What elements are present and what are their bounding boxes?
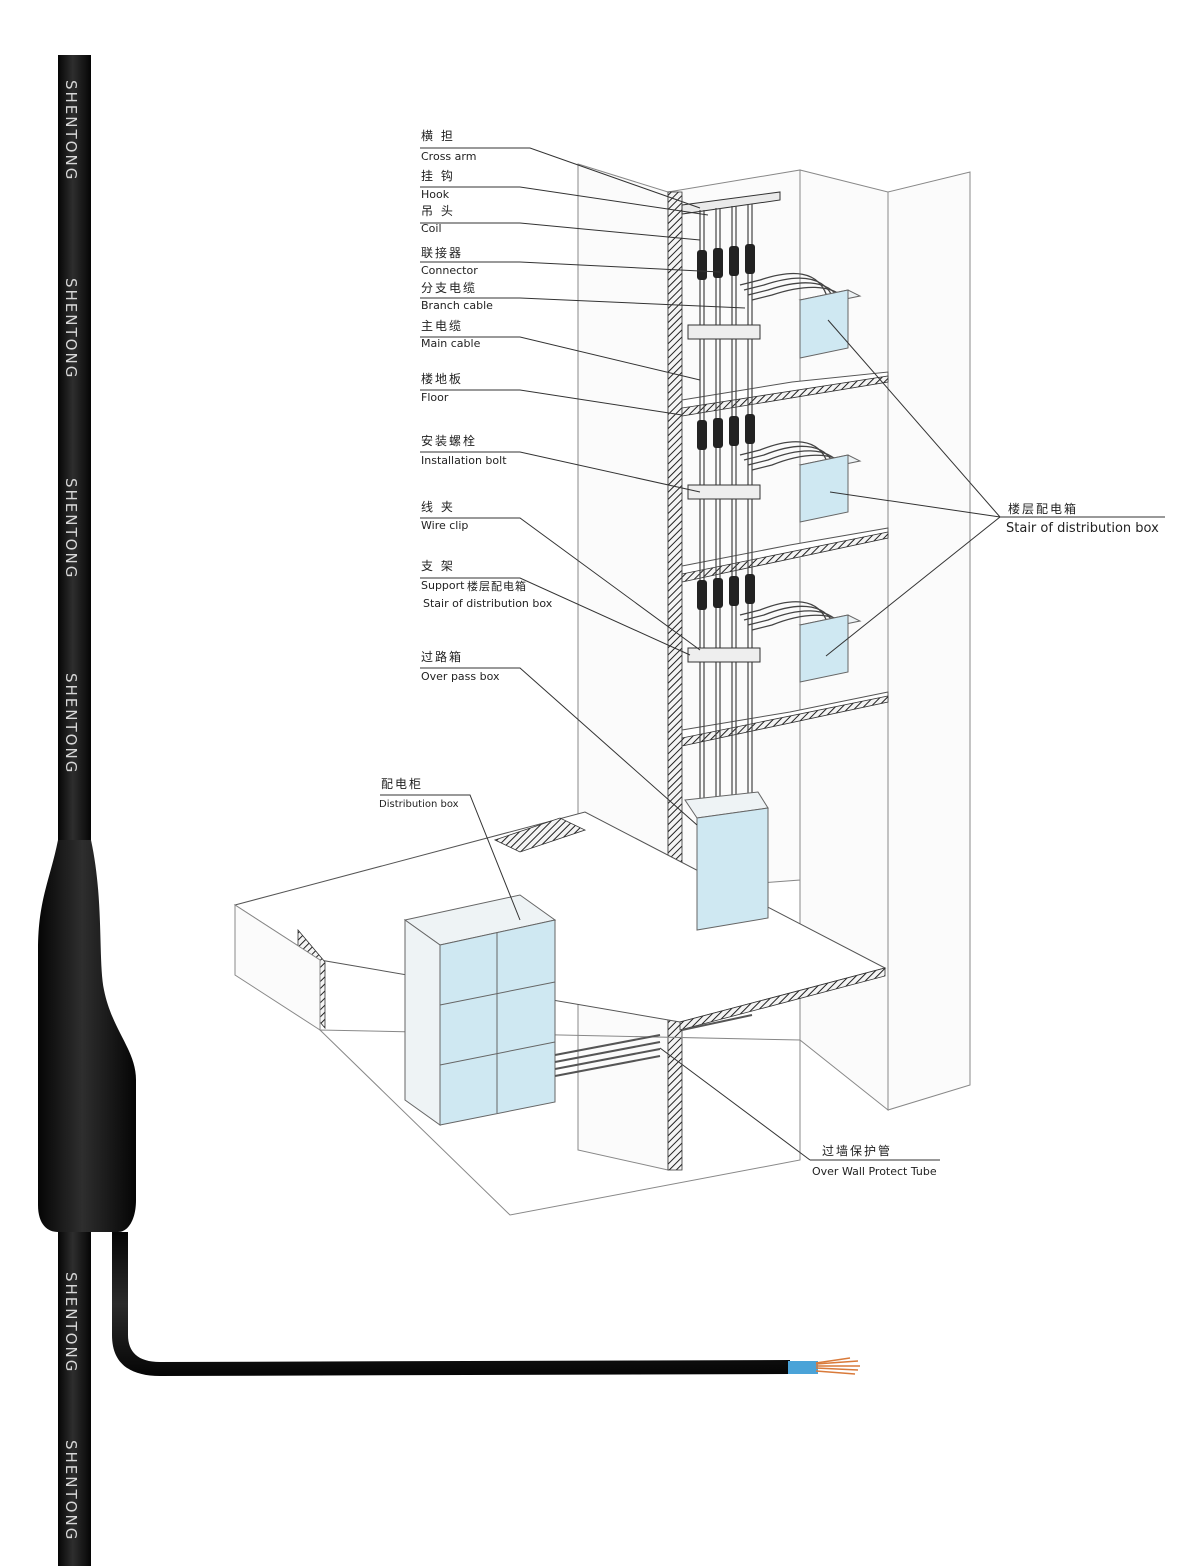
label-hook-en: Hook	[421, 188, 450, 201]
floor-slab-1-hatch	[681, 375, 889, 417]
shaft-section-hatch	[667, 191, 683, 931]
vertical-cables	[699, 204, 753, 820]
brand-print-3: SHENTONG	[62, 478, 80, 579]
brand-print-1: SHENTONG	[62, 80, 80, 181]
shaft-back-wall	[667, 169, 801, 891]
label-cross-arm-cn: 横 担	[421, 129, 455, 143]
floor-slab-2-hatch	[681, 531, 889, 583]
stair-distribution-boxes	[798, 289, 862, 683]
label-wire-clip-en: Wire clip	[421, 519, 468, 532]
label-installation-bolt-cn: 安装螺栓	[421, 433, 477, 448]
label-distribution-box-en: Distribution box	[379, 799, 459, 810]
over-pass-box	[684, 791, 769, 931]
label-coil-en: Coil	[421, 222, 442, 235]
label-support-cn: 支 架	[421, 559, 455, 573]
main-cable-sheath	[58, 55, 91, 1566]
label-over-pass-box-en: Over pass box	[421, 670, 500, 683]
brand-print-4: SHENTONG	[62, 673, 80, 774]
label-connector-cn: 联接器	[421, 245, 463, 260]
label-stair-box-inline-cn: 楼层配电箱	[467, 579, 527, 593]
over-wall-tubes	[554, 1014, 753, 1077]
brand-print-6: SHENTONG	[62, 1440, 80, 1541]
brand-print-2: SHENTONG	[62, 278, 80, 379]
label-over-wall-tube-en: Over Wall Protect Tube	[812, 1165, 937, 1178]
connectors	[697, 244, 755, 610]
label-floor-en: Floor	[421, 391, 449, 404]
label-distribution-box-cn: 配电柜	[381, 777, 423, 791]
lower-section-hatch	[667, 1019, 683, 1171]
label-stair-box-right-en: Stair of distribution box	[1006, 521, 1159, 536]
branch-insulation	[788, 1361, 818, 1374]
molded-joint	[38, 840, 136, 1232]
label-wire-clip-cn: 线 夹	[421, 500, 455, 514]
lower-room-floor	[318, 1029, 801, 1216]
label-coil-cn: 吊 头	[421, 204, 455, 218]
label-over-pass-box-cn: 过路箱	[421, 649, 463, 664]
shaft-front-wall	[577, 163, 669, 1171]
label-cross-arm-en: Cross arm	[421, 150, 476, 163]
label-branch-cable-en: Branch cable	[421, 299, 493, 312]
label-stair-box-right-cn: 楼层配电箱	[1008, 501, 1078, 516]
ground-slab-edge-2	[493, 817, 587, 853]
ground-slab-hatch-front	[679, 967, 886, 1031]
label-branch-cable-cn: 分支电缆	[421, 281, 477, 295]
labels: 横 担 Cross arm 挂 钩 Hook 吊 头 Coil 联接器 Conn…	[379, 129, 1159, 1178]
leader-lines	[380, 147, 1165, 1161]
label-support-en: Support	[421, 579, 465, 592]
wire-clips	[687, 324, 761, 663]
far-right-wall	[887, 171, 971, 1111]
label-over-wall-tube-cn: 过墙保护管	[822, 1143, 892, 1158]
branch-cable-sheath	[112, 1232, 790, 1376]
label-stair-box-inline-en: Stair of distribution box	[423, 597, 553, 610]
label-connector-en: Connector	[421, 264, 478, 277]
label-installation-bolt-en: Installation bolt	[421, 454, 507, 467]
floor-slab-3-hatch	[681, 695, 889, 747]
building-drawing	[233, 163, 971, 1216]
label-main-cable-en: Main cable	[421, 337, 481, 350]
label-hook-cn: 挂 钩	[421, 169, 455, 183]
label-floor-cn: 楼地板	[421, 371, 463, 386]
label-main-cable-cn: 主电缆	[421, 319, 463, 333]
branch-cable-photo: SHENTONG SHENTONG SHENTONG SHENTONG SHEN…	[38, 55, 860, 1566]
brand-print-5: SHENTONG	[62, 1272, 80, 1373]
copper-strands	[815, 1357, 860, 1375]
distribution-cabinet	[403, 894, 557, 1126]
